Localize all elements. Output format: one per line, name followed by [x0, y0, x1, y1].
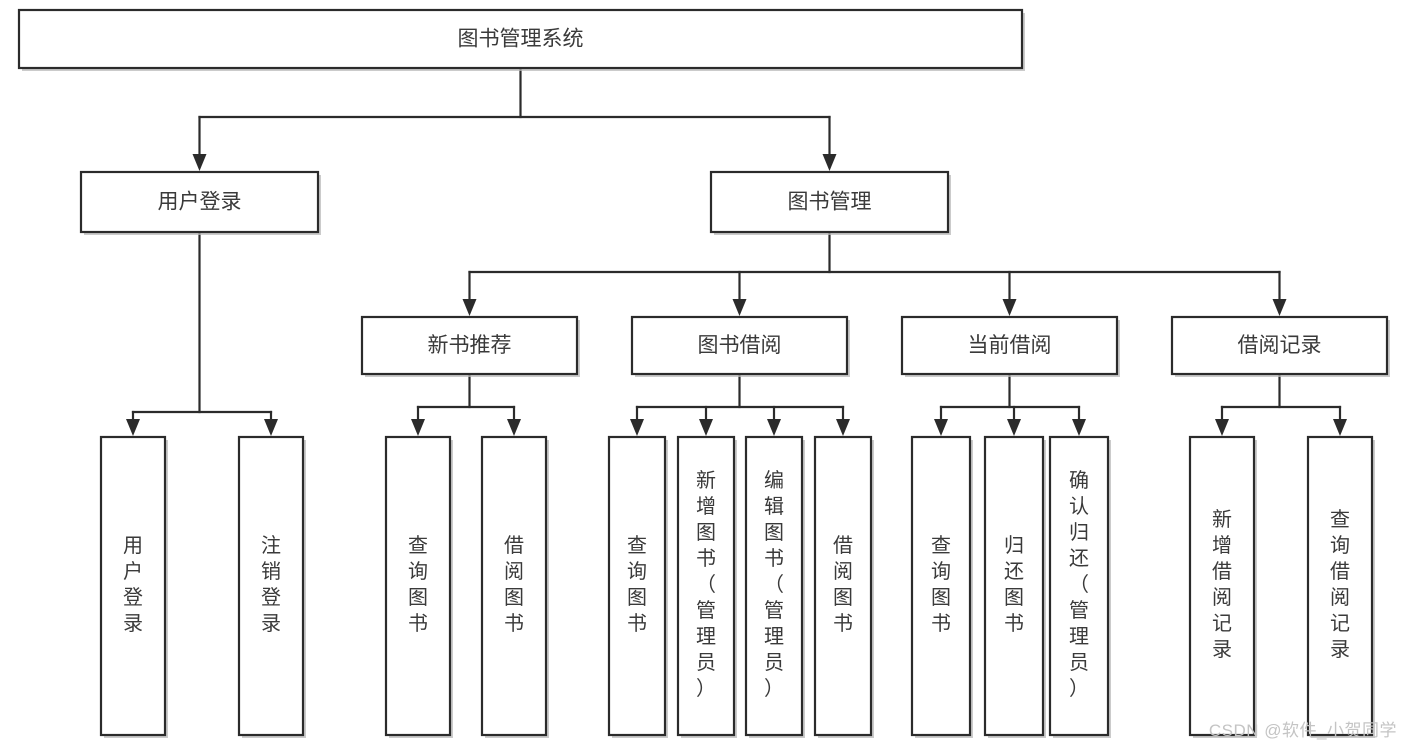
node-label: 图书借阅 — [698, 334, 782, 357]
arrow-head-icon — [699, 419, 713, 436]
node-box[interactable] — [676, 435, 736, 737]
node-box[interactable] — [813, 435, 873, 737]
node-label: 借阅图书 — [504, 534, 524, 635]
arrow-head-icon — [732, 299, 747, 316]
node-book-manage[interactable]: 图书管理 — [709, 170, 951, 235]
node-box[interactable] — [709, 170, 950, 234]
node-current-borrow[interactable]: 当前借阅 — [900, 315, 1120, 377]
arrow-head-icon — [411, 419, 425, 436]
node-new-book-recommend[interactable]: 新书推荐 — [360, 315, 580, 377]
arrow-head-icon — [1002, 299, 1017, 316]
node-box[interactable] — [1188, 435, 1256, 737]
connector-layer — [126, 66, 1347, 436]
node-book-borrow[interactable]: 图书借阅 — [630, 315, 850, 377]
node-leaf-borrow-book-rec[interactable]: 借阅图书 — [480, 435, 549, 738]
node-box[interactable] — [480, 435, 548, 737]
node-box[interactable] — [1048, 435, 1110, 737]
node-label: 归还图书 — [1004, 534, 1024, 635]
arrow-head-icon — [192, 154, 207, 171]
connector-group — [1215, 372, 1347, 436]
arrow-head-icon — [836, 419, 850, 436]
node-label: 确认归还（管理员） — [1069, 469, 1089, 700]
node-box[interactable] — [910, 435, 972, 737]
node-box[interactable] — [744, 435, 804, 737]
arrow-head-icon — [462, 299, 477, 316]
node-label: 查询图书 — [408, 534, 428, 635]
node-label: 借阅图书 — [833, 534, 853, 635]
node-label: 新书推荐 — [428, 334, 512, 357]
node-leaf-query-book-borrow[interactable]: 查询图书 — [607, 435, 668, 738]
node-label: 编辑图书（管理员） — [764, 469, 784, 700]
node-label: 查询借阅记录 — [1330, 508, 1350, 661]
arrow-head-icon — [767, 419, 781, 436]
node-leaf-edit-book-admin[interactable]: 编辑图书（管理员） — [744, 435, 805, 738]
arrow-head-icon — [1072, 419, 1086, 436]
node-label: 新增图书（管理员） — [696, 469, 716, 700]
arrow-head-icon — [1215, 419, 1229, 436]
node-label: 查询图书 — [627, 534, 647, 635]
node-layer: 图书管理系统用户登录图书管理新书推荐图书借阅当前借阅借阅记录用户登录注销登录查询… — [17, 8, 1390, 738]
connector-group — [630, 372, 850, 436]
node-box[interactable] — [630, 315, 849, 376]
node-label: 用户登录 — [123, 535, 143, 635]
node-box[interactable] — [79, 170, 320, 234]
node-leaf-add-borrow-record[interactable]: 新增借阅记录 — [1188, 435, 1257, 738]
arrow-head-icon — [1272, 299, 1287, 316]
node-leaf-query-book-rec[interactable]: 查询图书 — [384, 435, 453, 738]
node-label: 图书管理系统 — [458, 28, 584, 51]
arrow-head-icon — [1007, 419, 1021, 436]
node-box[interactable] — [360, 315, 579, 376]
node-box[interactable] — [237, 435, 305, 737]
connector-group — [934, 372, 1086, 436]
arrow-head-icon — [630, 419, 644, 436]
node-box[interactable] — [900, 315, 1119, 376]
node-leaf-borrow-book-borrow[interactable]: 借阅图书 — [813, 435, 874, 738]
node-label: 用户登录 — [158, 191, 242, 214]
node-borrow-record[interactable]: 借阅记录 — [1170, 315, 1390, 377]
connector-group — [462, 230, 1287, 316]
node-leaf-query-borrow-record[interactable]: 查询借阅记录 — [1306, 435, 1375, 738]
node-label: 注销登录 — [261, 534, 281, 635]
node-box[interactable] — [607, 435, 667, 737]
node-box[interactable] — [1306, 435, 1374, 737]
arrow-head-icon — [264, 419, 278, 436]
csdn-watermark: CSDN @软件_小贺同学 — [1208, 721, 1397, 740]
node-user-login[interactable]: 用户登录 — [79, 170, 321, 235]
connector-group — [411, 372, 521, 436]
node-label: 借阅记录 — [1238, 334, 1322, 357]
arrow-head-icon — [1333, 419, 1347, 436]
connector-group — [192, 66, 837, 171]
node-box[interactable] — [983, 435, 1045, 737]
arrow-head-icon — [126, 419, 140, 436]
arrow-head-icon — [934, 419, 948, 436]
node-label: 查询图书 — [931, 534, 951, 635]
arrow-head-icon — [507, 419, 521, 436]
node-leaf-confirm-return-admin[interactable]: 确认归还（管理员） — [1048, 435, 1111, 738]
node-leaf-add-book-admin[interactable]: 新增图书（管理员） — [676, 435, 737, 738]
node-box[interactable] — [17, 8, 1024, 70]
node-label: 图书管理 — [788, 191, 872, 214]
node-box[interactable] — [1170, 315, 1389, 376]
arrow-head-icon — [822, 154, 837, 171]
connector-group — [126, 230, 278, 436]
node-root[interactable]: 图书管理系统 — [17, 8, 1025, 71]
node-leaf-query-book-current[interactable]: 查询图书 — [910, 435, 973, 738]
node-label: 当前借阅 — [968, 334, 1052, 357]
node-box[interactable] — [99, 435, 167, 737]
node-leaf-return-book[interactable]: 归还图书 — [983, 435, 1046, 738]
node-leaf-user-login[interactable]: 用户登录 — [99, 435, 168, 738]
node-leaf-user-logout[interactable]: 注销登录 — [237, 435, 306, 738]
node-box[interactable] — [384, 435, 452, 737]
node-label: 新增借阅记录 — [1212, 508, 1232, 661]
